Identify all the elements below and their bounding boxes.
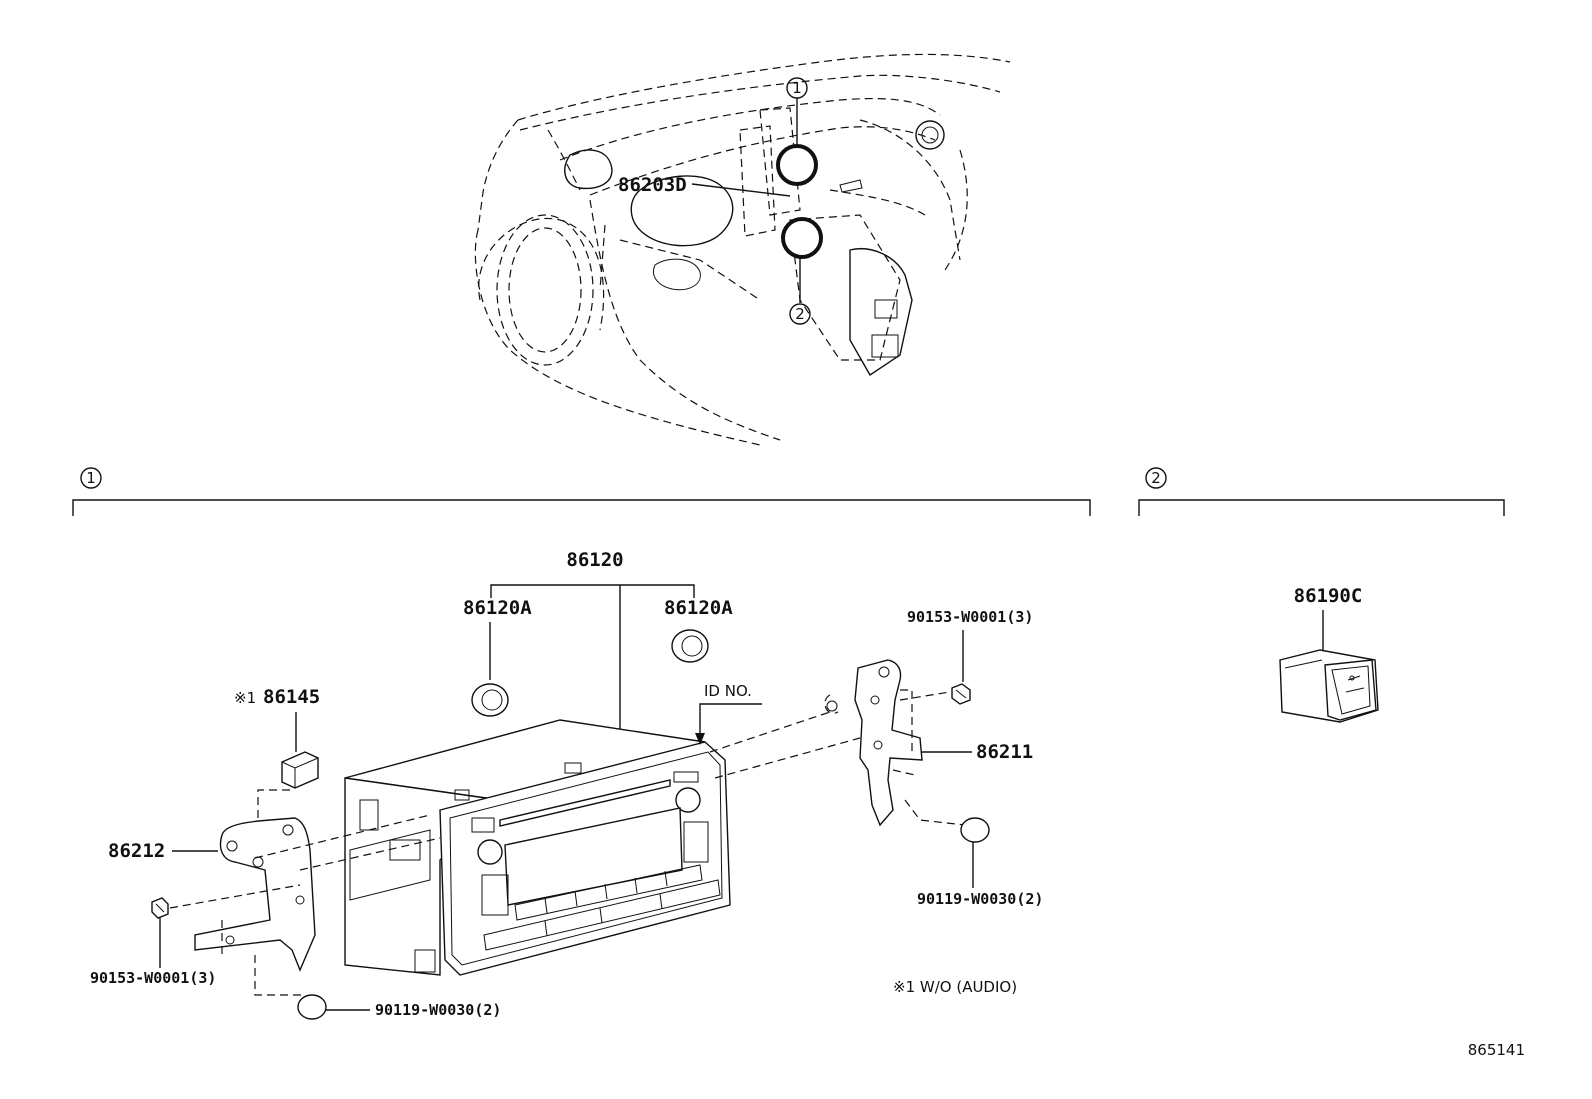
- svg-text:2: 2: [795, 305, 805, 323]
- label-90153-top-right: 90153-W0001(3): [907, 608, 1033, 626]
- radio-unit: [344, 719, 731, 976]
- label-90153-bottom-left: 90153-W0001(3): [90, 969, 216, 987]
- clip-90119-right: [960, 817, 990, 843]
- label-86120: 86120: [566, 549, 623, 571]
- connector-86145: [281, 751, 319, 789]
- bracket-86211: [826, 659, 923, 827]
- callout-1-top: 1: [786, 77, 808, 99]
- section-1-bracket: 1: [72, 467, 1091, 516]
- svg-text:1: 1: [86, 469, 96, 487]
- label-86145: 86145: [263, 686, 320, 708]
- knob-right: [671, 629, 709, 663]
- knob-left: [471, 683, 509, 717]
- label-90119-right: 90119-W0030(2): [917, 890, 1043, 908]
- label-86211: 86211: [976, 741, 1033, 763]
- label-id-no: ID NO.: [704, 682, 752, 700]
- label-86120A-left: 86120A: [463, 597, 532, 619]
- footnote: ※1 W/O (AUDIO): [893, 978, 1017, 996]
- id-no-arrow: [695, 733, 705, 745]
- label-86120A-right: 86120A: [664, 597, 733, 619]
- label-86190C: 86190C: [1294, 585, 1363, 607]
- label-86203D: 86203D: [618, 174, 687, 196]
- callout-2-top: 2: [789, 303, 811, 325]
- usb-jack-86190C: [1279, 649, 1379, 723]
- screw-90153-top-right: [951, 683, 971, 705]
- note-mark-86145: ※1: [234, 689, 256, 707]
- figure-number: 865141: [1468, 1041, 1525, 1059]
- label-86212: 86212: [108, 840, 165, 862]
- screw-90153-bottom-left: [151, 897, 169, 919]
- dashboard-overview-drawing: [474, 53, 1011, 446]
- svg-text:1: 1: [792, 79, 802, 97]
- label-90119-bottom: 90119-W0030(2): [375, 1001, 501, 1019]
- bracket-86212: [194, 817, 316, 972]
- svg-text:2: 2: [1151, 469, 1161, 487]
- section-2-bracket: 2: [1138, 467, 1505, 516]
- clip-90119-bottom: [297, 994, 327, 1020]
